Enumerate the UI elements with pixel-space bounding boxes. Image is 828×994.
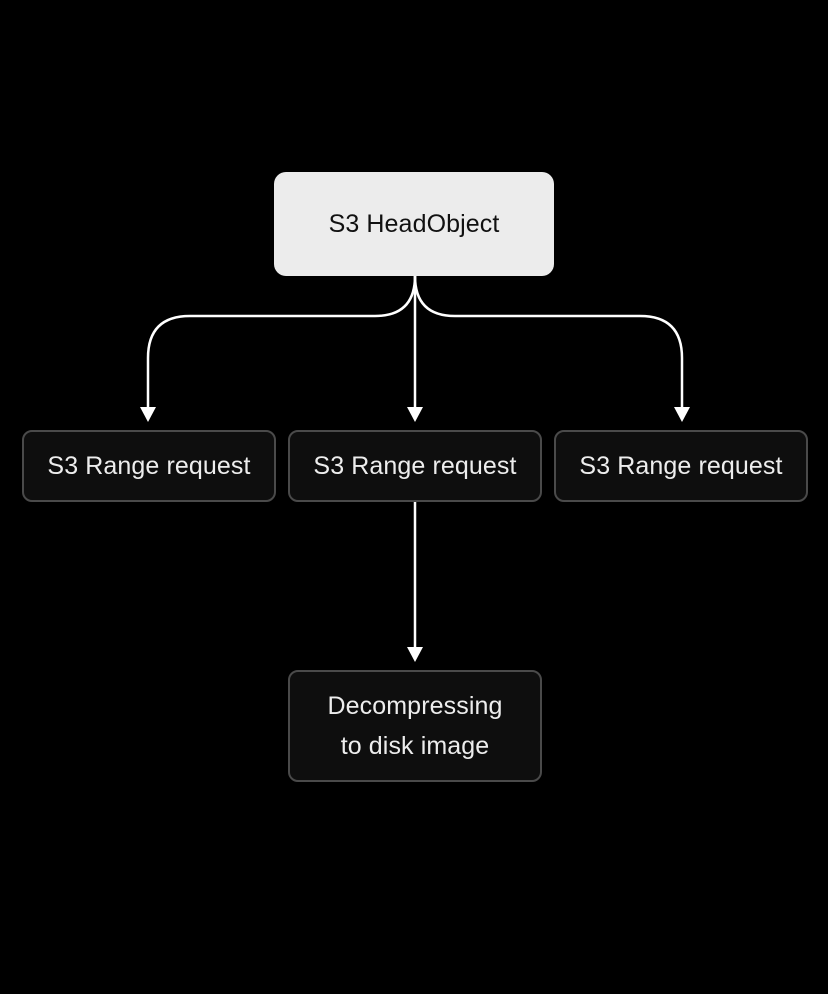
arrowhead-range-1 xyxy=(140,407,156,422)
node-decompressing-line-2: to disk image xyxy=(340,732,490,760)
arrowhead-range-2 xyxy=(407,407,423,422)
node-s3-range-request-2-label: S3 Range request xyxy=(313,451,517,480)
edge-root-to-range-1 xyxy=(146,275,417,408)
arrowhead-range-3 xyxy=(674,407,690,422)
node-s3-range-request-3-label: S3 Range request xyxy=(579,451,783,480)
arrowhead-decompress xyxy=(407,647,423,662)
node-s3-range-request-3: S3 Range request xyxy=(554,430,808,502)
node-decompressing: Decompressing to disk image xyxy=(288,670,542,782)
node-s3-range-request-1: S3 Range request xyxy=(22,430,276,502)
edge-root-to-range-3 xyxy=(413,275,684,408)
node-decompressing-line-1: Decompressing xyxy=(327,692,503,720)
node-s3-headobject-label: S3 HeadObject xyxy=(328,209,500,238)
node-s3-range-request-2: S3 Range request xyxy=(288,430,542,502)
node-s3-headobject: S3 HeadObject xyxy=(274,172,554,276)
node-s3-range-request-1-label: S3 Range request xyxy=(47,451,251,480)
